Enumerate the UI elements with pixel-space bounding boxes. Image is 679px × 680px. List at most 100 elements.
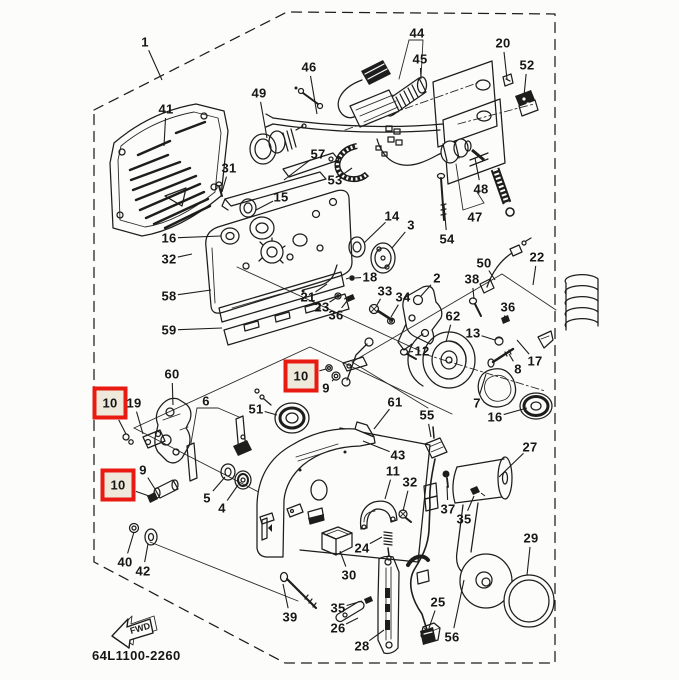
part-label-33: 33 — [377, 283, 393, 299]
part-screw-8 — [487, 347, 515, 368]
part-label-62: 62 — [445, 308, 461, 324]
part-wedge-17 — [537, 330, 554, 349]
part-cap-13 — [494, 336, 504, 346]
part-label-38: 38 — [464, 271, 480, 287]
part-screw-32b — [398, 509, 412, 523]
highlighted-part-label-10[interactable]: 10 — [100, 468, 136, 502]
part-label-9: 9 — [139, 462, 147, 478]
part-label-30: 30 — [341, 567, 357, 583]
part-label-55: 55 — [419, 407, 435, 423]
part-trigger-11 — [359, 500, 398, 530]
part-roller-51 — [254, 388, 310, 434]
part-label-16: 16 — [161, 230, 177, 246]
part-label-11: 11 — [385, 463, 401, 479]
part-screw-38 — [468, 297, 482, 317]
part-washer-34 — [386, 317, 396, 325]
part-label-3: 3 — [407, 217, 415, 233]
part-label-36: 36 — [328, 307, 344, 323]
part-label-39: 39 — [282, 609, 298, 625]
part-label-61: 61 — [387, 394, 403, 410]
part-grille-plate-41 — [109, 103, 229, 237]
highlighted-part-label-10[interactable]: 10 — [283, 359, 319, 393]
part-rod-21 — [301, 264, 338, 293]
part-screw-18 — [345, 275, 355, 281]
part-screw-35c — [364, 596, 373, 604]
part-label-47: 47 — [467, 209, 483, 225]
part-label-53: 53 — [327, 172, 343, 188]
part-strips-59 — [218, 271, 350, 346]
part-label-12: 12 — [414, 343, 430, 359]
part-label-1: 1 — [141, 34, 149, 50]
part-bracket-57 — [282, 152, 340, 178]
part-label-54: 54 — [439, 231, 455, 247]
part-cap-29 — [503, 574, 555, 628]
part-bracket-panels — [432, 60, 506, 185]
part-washer-42 — [144, 528, 158, 546]
part-disc-3 — [370, 242, 396, 274]
part-spring-24 — [383, 531, 393, 561]
part-label-23: 23 — [314, 299, 330, 315]
part-label-51: 51 — [248, 401, 264, 417]
part-label-21: 21 — [300, 289, 316, 305]
part-friction-7 — [477, 368, 517, 408]
fwd-arrow-icon: FWD — [111, 615, 158, 649]
part-label-28: 28 — [354, 638, 370, 654]
part-label-56: 56 — [444, 629, 460, 645]
part-handle-27-56 — [452, 456, 513, 609]
part-label-43: 43 — [390, 447, 406, 463]
part-link-strip — [341, 337, 374, 387]
part-washer-10c — [325, 364, 333, 372]
part-label-32: 32 — [161, 251, 177, 267]
part-label-41: 41 — [158, 101, 174, 117]
part-screw-36b — [501, 315, 510, 324]
part-bolt-33 — [368, 303, 394, 322]
part-label-14: 14 — [384, 208, 400, 224]
part-screw-36a — [343, 294, 355, 302]
part-washer-5 — [220, 463, 236, 481]
part-screw-31 — [215, 181, 223, 197]
part-label-18: 18 — [362, 269, 378, 285]
part-label-5: 5 — [203, 490, 211, 506]
part-solenoid-44-45 — [265, 39, 444, 157]
part-bolt-39 — [279, 571, 318, 610]
leader-lines — [118, 49, 537, 642]
part-label-59: 59 — [161, 322, 177, 338]
part-label-40: 40 — [117, 554, 133, 570]
part-lever-19 — [142, 429, 166, 449]
part-label-29: 29 — [523, 530, 539, 546]
part-link-rod-46 — [294, 86, 324, 110]
part-label-50: 50 — [476, 255, 492, 271]
part-label-57: 57 — [310, 146, 326, 162]
part-label-44: 44 — [409, 25, 425, 41]
part-clip-20 — [502, 73, 514, 87]
part-label-6: 6 — [202, 393, 210, 409]
part-label-35: 35 — [330, 600, 346, 616]
part-label-35: 35 — [456, 511, 472, 527]
part-label-52: 52 — [519, 57, 535, 73]
part-label-37: 37 — [440, 501, 456, 517]
part-label-32: 32 — [402, 474, 418, 490]
part-screw-35b — [470, 486, 486, 497]
part-label-48: 48 — [473, 181, 489, 197]
part-cable-50 — [479, 237, 532, 294]
part-grommet-4 — [234, 470, 252, 490]
part-lever-strip-15 — [221, 171, 327, 218]
diagram-code: 64L1100-2260 — [92, 648, 181, 663]
part-bracket-posts-6 — [186, 407, 252, 482]
part-nut-40 — [128, 522, 140, 534]
part-washer-14 — [348, 236, 366, 258]
part-knob-49 — [249, 123, 307, 165]
part-main-plate-58 — [205, 189, 353, 314]
part-lever-28 — [377, 554, 430, 655]
part-clip-10a — [122, 433, 134, 445]
part-label-22: 22 — [529, 249, 545, 265]
part-washer-9b — [331, 371, 341, 381]
part-label-17: 17 — [527, 353, 543, 369]
part-cable-plug-47 — [376, 138, 485, 211]
part-label-7: 7 — [473, 395, 481, 411]
highlighted-part-label-10[interactable]: 10 — [92, 386, 128, 420]
part-label-16: 16 — [487, 409, 503, 425]
part-label-26: 26 — [330, 620, 346, 636]
